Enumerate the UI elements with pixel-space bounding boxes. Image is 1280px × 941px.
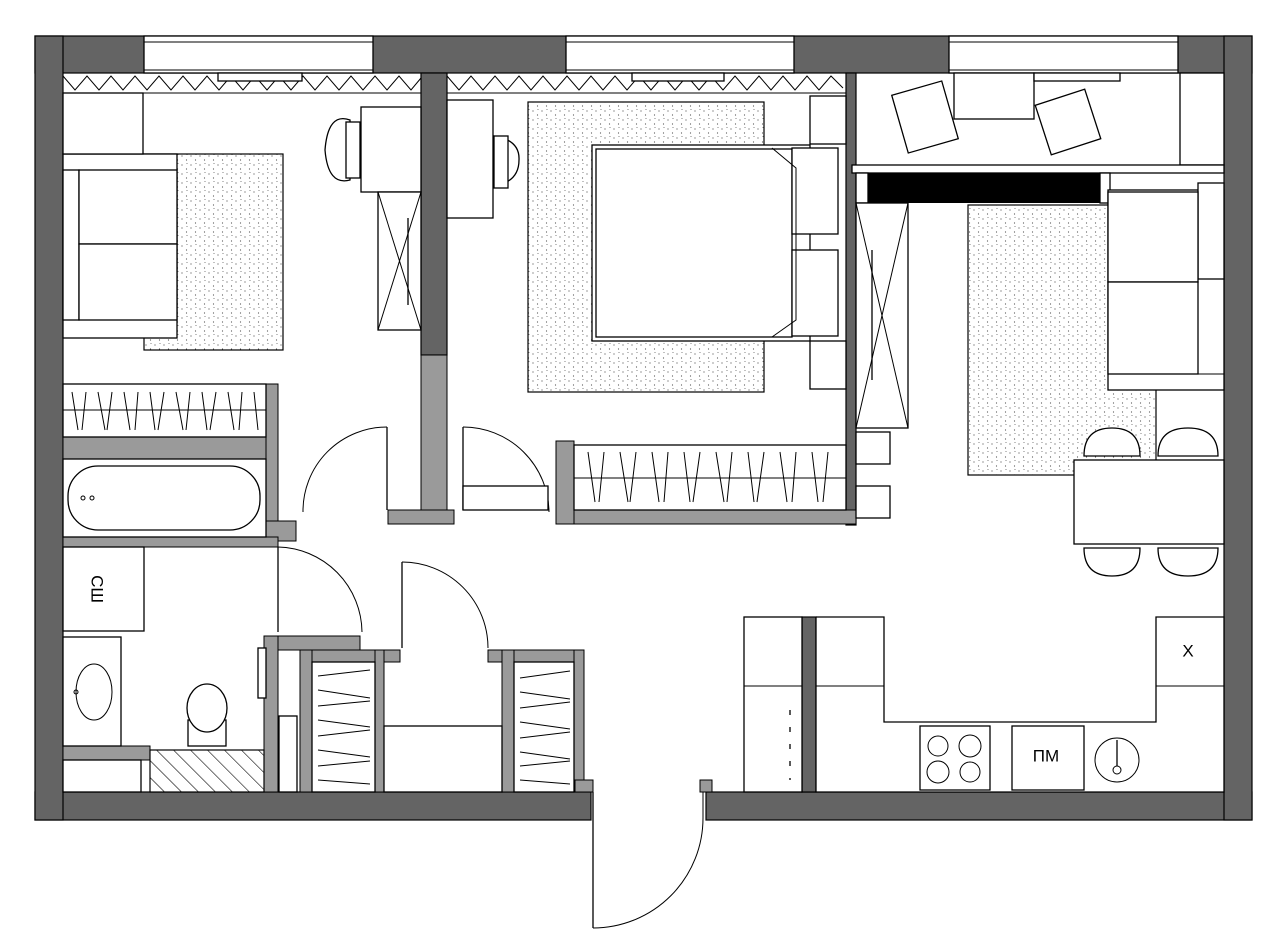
- window-bedroom-1: [143, 35, 374, 74]
- dryer-label: СШ: [88, 575, 107, 603]
- bath-shelf: [62, 759, 142, 793]
- sink-bathroom: [75, 663, 113, 721]
- entry-bench: [383, 725, 503, 793]
- nightstand-bedroom-2a: [809, 95, 847, 145]
- curtain-bedroom-1: [62, 72, 422, 94]
- curtain-bedroom-2: [446, 72, 846, 94]
- bathtub: [62, 458, 267, 538]
- bathroom: [62, 458, 298, 793]
- double-bed: [591, 144, 839, 342]
- dining-table: [1073, 427, 1225, 577]
- toilet: [186, 683, 228, 747]
- window-living-room: [948, 35, 1179, 74]
- bedroom-1: [62, 92, 422, 438]
- dishwasher: [1011, 725, 1085, 791]
- door-entrance: [592, 792, 704, 929]
- nightstand-bedroom-2b: [809, 340, 847, 390]
- kitchen: [743, 616, 1225, 793]
- desk-bedroom-2: [446, 99, 520, 219]
- work-area: [890, 72, 1225, 166]
- nightstand-bedroom-1: [62, 92, 144, 155]
- window-bedroom-2: [565, 35, 795, 74]
- door-bedroom-2: [462, 426, 550, 513]
- fridge-label: Х: [1182, 641, 1193, 660]
- sofa-living-room: [1107, 182, 1225, 391]
- glass-partition: [851, 164, 1225, 204]
- door-bedroom-1: [302, 426, 388, 513]
- dishwasher-label: ПМ: [1033, 746, 1059, 765]
- cooktop: [919, 725, 991, 791]
- kitchen-tall-cabinet: [743, 616, 803, 793]
- door-closet: [401, 561, 489, 649]
- closet-hallway-top: [62, 383, 267, 438]
- desk-bedroom-1: [324, 106, 422, 193]
- hall-closet-left: [311, 661, 376, 793]
- door-bathroom: [277, 546, 363, 633]
- tv-cabinet: [855, 202, 909, 519]
- dryer: [62, 546, 145, 632]
- vanity: [62, 636, 122, 747]
- sofa-bedroom-1: [62, 153, 178, 339]
- closet-bedroom-2: [573, 444, 847, 511]
- living-room: [851, 72, 1225, 577]
- hall-closet-right: [513, 661, 575, 793]
- sink-kitchen: [1094, 737, 1140, 783]
- wardrobe-bedroom-1: [377, 191, 422, 331]
- interior-walls: [62, 72, 857, 793]
- shower-tray: [149, 749, 265, 793]
- bedroom-2: [446, 95, 847, 511]
